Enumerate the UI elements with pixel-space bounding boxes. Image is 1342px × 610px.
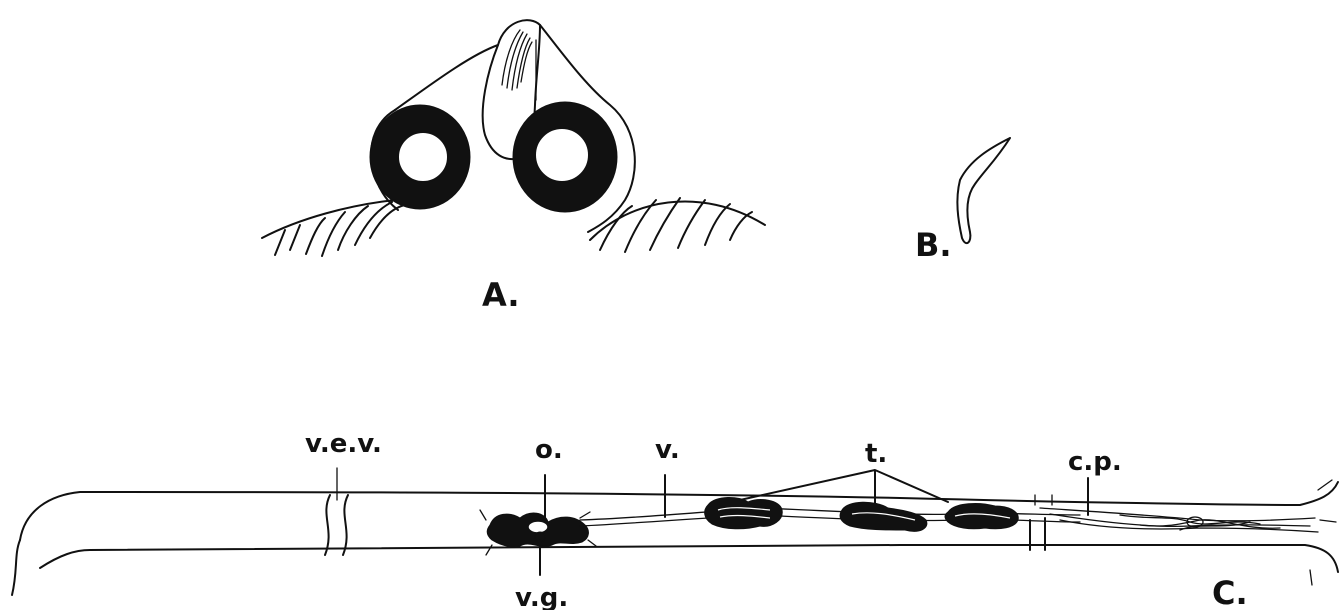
panel-c-body-drawing: v.e.v. o. v. t. c.p. v.g. C.: [12, 429, 1338, 610]
snout-striations: [502, 30, 532, 90]
right-eye: [513, 102, 617, 212]
panel-b-drawing: B.: [915, 138, 1010, 264]
vev-mark-1: [325, 495, 330, 555]
label-o: o.: [535, 435, 563, 465]
curved-structure: [957, 138, 1010, 243]
panel-c-label: C.: [1212, 574, 1248, 610]
testis-3: [945, 504, 1018, 529]
left-eye: [370, 105, 470, 209]
label-cp: c.p.: [1068, 447, 1122, 477]
body-ventral-wall: [40, 545, 1338, 572]
left-appendage: [262, 200, 405, 256]
testis-2: [840, 502, 927, 531]
copulatory-apparatus: [1040, 508, 1318, 532]
right-appendage: [590, 198, 765, 252]
testis-1: [705, 497, 783, 528]
panel-a-head-drawing: A.: [262, 20, 765, 314]
vev-mark-2: [343, 495, 348, 555]
panel-b-label: B.: [915, 226, 952, 264]
label-t: t.: [865, 439, 887, 469]
body-left-end: [12, 540, 20, 595]
label-vev: v.e.v.: [305, 429, 382, 459]
label-vg: v.g.: [515, 583, 568, 610]
body-dorsal-wall: [20, 482, 1338, 540]
panel-a-label: A.: [482, 276, 520, 314]
label-v: v.: [655, 435, 680, 465]
